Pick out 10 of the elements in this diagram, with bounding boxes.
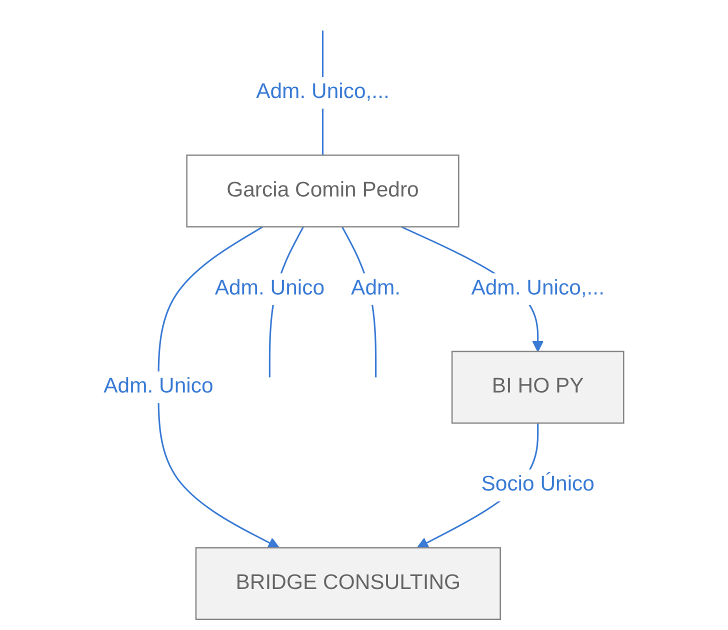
arrow	[158, 226, 280, 548]
edge-label: Adm. Unico	[104, 375, 214, 398]
node-box: BI HO PY	[452, 350, 625, 424]
edge-label: Socio Único	[482, 473, 595, 496]
edge-label: Adm. Unico	[215, 277, 325, 300]
edge-label: Adm.	[351, 277, 401, 300]
edge-label: Adm. Unico,...	[472, 277, 605, 300]
node-box: BRIDGE CONSULTING	[196, 547, 502, 620]
edge-label: Adm. Unico,...	[256, 80, 390, 104]
node-box: Garcia Comin Pedro	[186, 154, 460, 228]
